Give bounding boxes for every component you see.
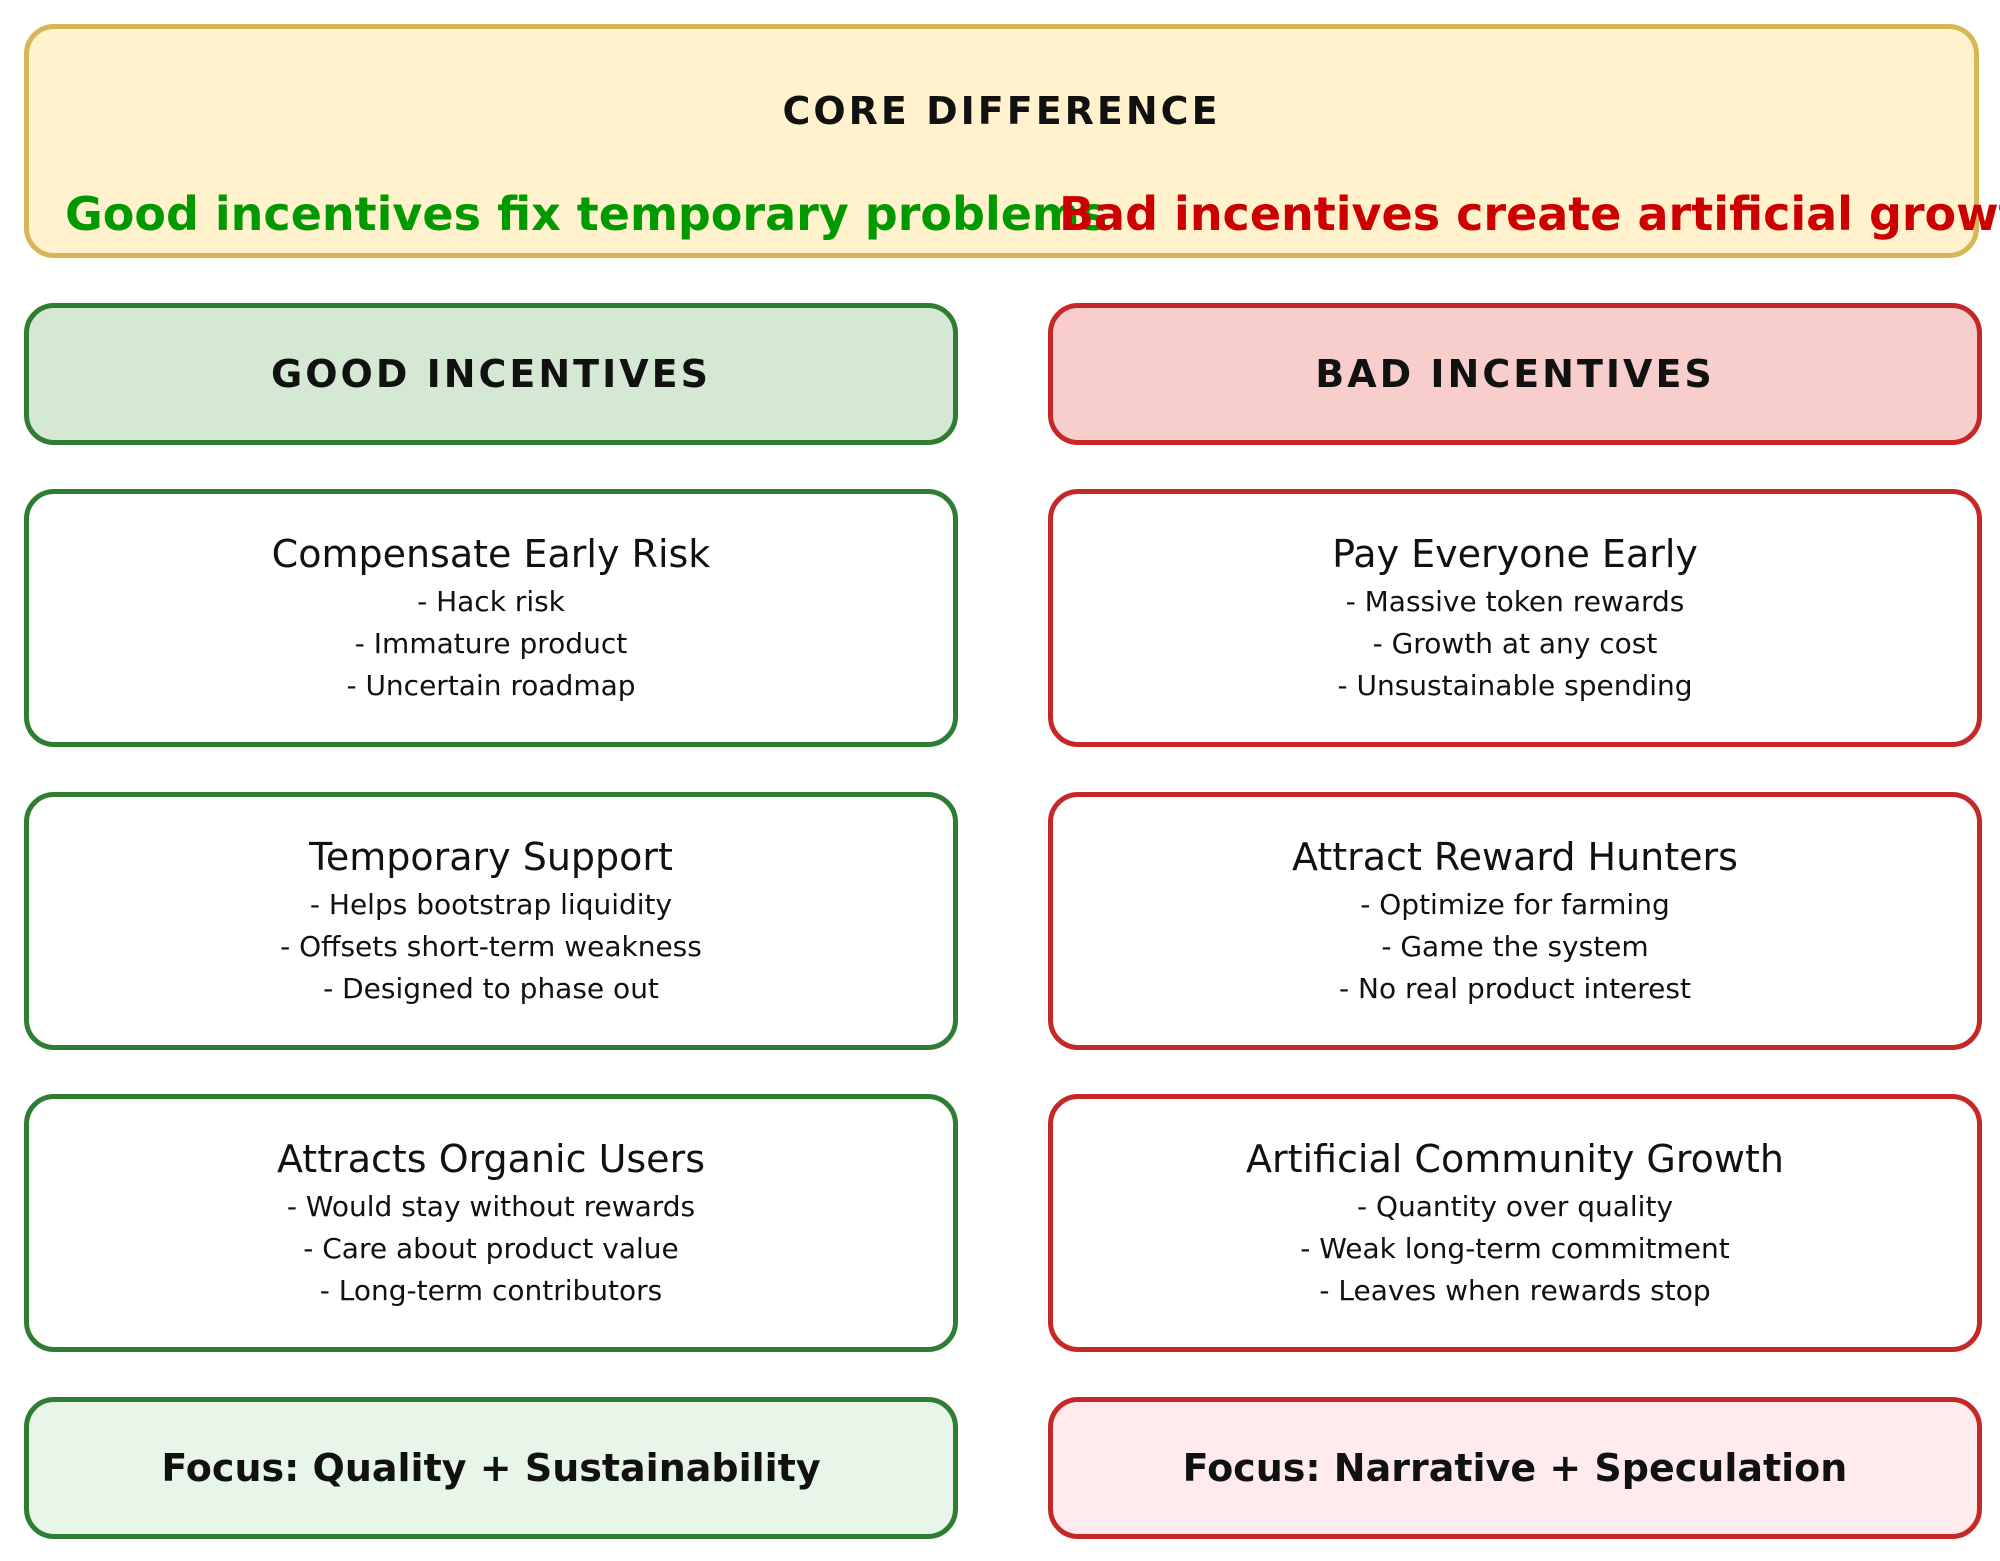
card-title: Temporary Support xyxy=(309,835,673,879)
card-point: - Care about product value xyxy=(303,1232,679,1265)
card-point: - Optimize for farming xyxy=(1360,888,1670,921)
card-point: - Quantity over quality xyxy=(1356,1190,1674,1223)
good-card-attracts-organic-users: Attracts Organic Users - Would stay with… xyxy=(24,1094,958,1352)
card-point: - Weak long-term commitment xyxy=(1300,1232,1730,1265)
card-point: - Offsets short-term weakness xyxy=(280,930,702,963)
card-point: - Leaves when rewards stop xyxy=(1319,1274,1711,1307)
good-card-compensate-early-risk: Compensate Early Risk - Hack risk - Imma… xyxy=(24,489,958,747)
bad-summary-line: Bad incentives create artificial growth xyxy=(1059,187,2000,241)
card-point: - Immature product xyxy=(354,627,628,660)
card-title: Attracts Organic Users xyxy=(276,1137,705,1181)
bad-focus-box: Focus: Narrative + Speculation xyxy=(1048,1397,1982,1539)
card-title: Pay Everyone Early xyxy=(1332,532,1698,576)
good-incentives-header: GOOD INCENTIVES xyxy=(24,303,958,445)
good-summary-line: Good incentives fix temporary problems xyxy=(65,187,1108,241)
bad-card-pay-everyone-early: Pay Everyone Early - Massive token rewar… xyxy=(1048,489,1982,747)
good-card-temporary-support: Temporary Support - Helps bootstrap liqu… xyxy=(24,792,958,1050)
card-point: - Designed to phase out xyxy=(323,972,659,1005)
card-title: Compensate Early Risk xyxy=(271,532,711,576)
card-title: Attract Reward Hunters xyxy=(1292,835,1738,879)
bad-card-artificial-community-growth: Artificial Community Growth - Quantity o… xyxy=(1048,1094,1982,1352)
good-focus-box: Focus: Quality + Sustainability xyxy=(24,1397,958,1539)
banner-title: CORE DIFFERENCE xyxy=(782,89,1221,133)
card-point: - Hack risk xyxy=(417,585,565,618)
card-point: - Unsustainable spending xyxy=(1337,669,1693,702)
card-point: - Massive token rewards xyxy=(1345,585,1685,618)
bad-incentives-header: BAD INCENTIVES xyxy=(1048,303,1982,445)
card-point: - Game the system xyxy=(1381,930,1649,963)
card-point: - Growth at any cost xyxy=(1372,627,1658,660)
card-point: - Long-term contributors xyxy=(319,1274,663,1307)
core-difference-banner: CORE DIFFERENCE Good incentives fix temp… xyxy=(24,24,2000,258)
card-title: Artificial Community Growth xyxy=(1246,1137,1784,1181)
card-point: - No real product interest xyxy=(1339,972,1691,1005)
bad-card-attract-reward-hunters: Attract Reward Hunters - Optimize for fa… xyxy=(1048,792,1982,1050)
card-point: - Would stay without rewards xyxy=(286,1190,696,1223)
card-point: - Uncertain roadmap xyxy=(346,669,636,702)
card-point: - Helps bootstrap liquidity xyxy=(309,888,673,921)
